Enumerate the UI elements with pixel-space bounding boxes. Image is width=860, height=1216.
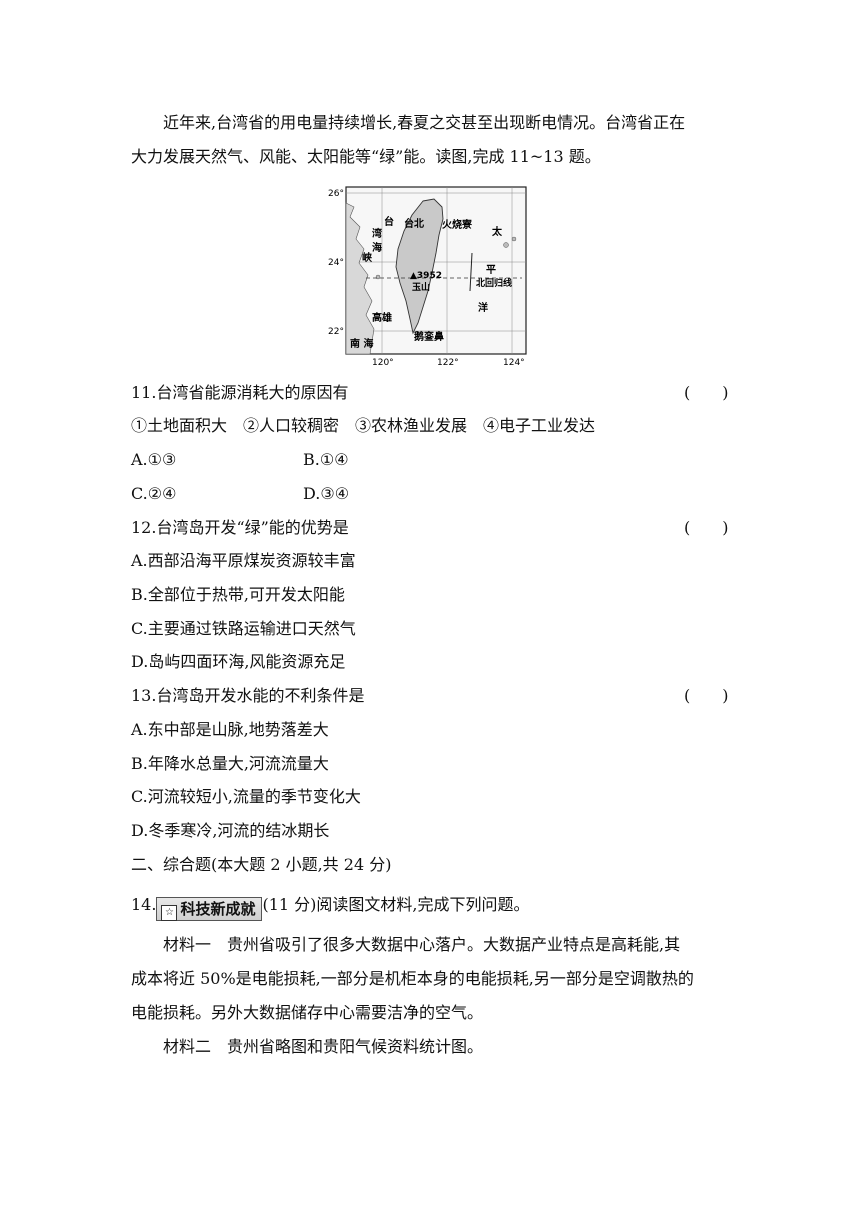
label-pacific-tai: 太 — [491, 225, 503, 238]
star-icon: ☆ — [161, 905, 178, 921]
label-hai: 海 — [372, 241, 382, 254]
q13-answer-blank: ( ) — [684, 686, 729, 705]
q11-option-a: A.①③ — [131, 450, 177, 469]
q14-badge: ☆科技新成就 — [156, 897, 263, 921]
q11-answer-blank: ( ) — [684, 383, 729, 402]
q11-stem: 11.台湾省能源消耗大的原因有 — [131, 383, 349, 402]
lat-label-26: 26° — [328, 189, 344, 199]
q12-answer-blank: ( ) — [684, 518, 729, 537]
label-pacific-yang: 洋 — [478, 301, 488, 314]
q13-stem: 13.台湾岛开发水能的不利条件是 — [131, 686, 365, 705]
label-wan: 湾 — [372, 227, 382, 240]
lon-label-122: 122° — [437, 358, 459, 367]
q12-option-c: C.主要通过铁路运输进口天然气 — [131, 619, 356, 638]
label-tai: 台 — [384, 215, 394, 228]
label-gaoxiong: 高雄 — [372, 311, 392, 324]
q13-option-d: D.冬季寒冷,河流的结冰期长 — [131, 821, 330, 840]
q14-rest: (11 分)阅读图文材料,完成下列问题。 — [262, 895, 530, 914]
label-huoshaoliao: 火烧寮 — [442, 218, 473, 231]
lon-label-124: 124° — [503, 358, 525, 367]
q13-option-c: C.河流较短小,流量的季节变化大 — [131, 787, 361, 806]
q11-option-b: B.①④ — [303, 450, 349, 469]
material1-line-2: 成本将近 50%是电能损耗,一部分是机柜本身的电能损耗,另一部分是空调散热的 — [131, 969, 694, 988]
q12-option-b: B.全部位于热带,可开发太阳能 — [131, 585, 345, 604]
q14-badge-label: 科技新成就 — [180, 900, 256, 918]
lon-label-120: 120° — [372, 358, 394, 367]
material2-line: 材料二 贵州省略图和贵阳气候资料统计图。 — [163, 1037, 484, 1056]
q13-option-a: A.东中部是山脉,地势落差大 — [131, 720, 329, 739]
q14-number: 14. — [131, 895, 157, 914]
taiwan-map: 26° 24° 22° 120° 122° 124° 台 湾 海 峡 台北 火烧… — [328, 186, 527, 367]
q11-items: ①土地面积大 ②人口较稠密 ③农林渔业发展 ④电子工业发达 — [131, 416, 596, 435]
label-pacific-ping: 平 — [486, 264, 496, 276]
q13-option-b: B.年降水总量大,河流流量大 — [131, 754, 329, 773]
q12-option-a: A.西部沿海平原煤炭资源较丰富 — [131, 551, 356, 570]
material1-line-3: 电能损耗。另外大数据储存中心需要洁净的空气。 — [131, 1003, 484, 1022]
material1-line-1: 材料一 贵州省吸引了很多大数据中心落户。大数据产业特点是高耗能,其 — [163, 935, 681, 954]
label-xia: 峡 — [362, 251, 372, 264]
lat-label-24: 24° — [328, 258, 344, 268]
q14-stem: 14.☆科技新成就(11 分)阅读图文材料,完成下列问题。 — [131, 895, 530, 921]
label-nanhai: 南 海 — [350, 337, 373, 350]
q11-option-c: C.②④ — [131, 484, 177, 503]
label-yushan: 玉山 — [412, 281, 430, 293]
label-peak-height: ▲3952 — [410, 271, 442, 281]
intro-line-1: 近年来,台湾省的用电量持续增长,春夏之交甚至出现断电情况。台湾省正在 — [163, 113, 686, 132]
label-tropic: 北回归线 — [476, 277, 512, 289]
q12-option-d: D.岛屿四面环海,风能资源充足 — [131, 652, 346, 671]
label-taibei: 台北 — [404, 217, 424, 230]
lat-label-22: 22° — [328, 327, 344, 337]
q11-option-d: D.③④ — [303, 484, 350, 503]
intro-line-2: 大力发展天然气、风能、太阳能等“绿”能。读图,完成 11~13 题。 — [131, 147, 601, 166]
label-eluanbi: 鹅銮鼻 — [414, 330, 444, 343]
q12-stem: 12.台湾岛开发“绿”能的优势是 — [131, 518, 349, 537]
section-2-heading: 二、综合题(本大题 2 小题,共 24 分) — [131, 855, 392, 874]
